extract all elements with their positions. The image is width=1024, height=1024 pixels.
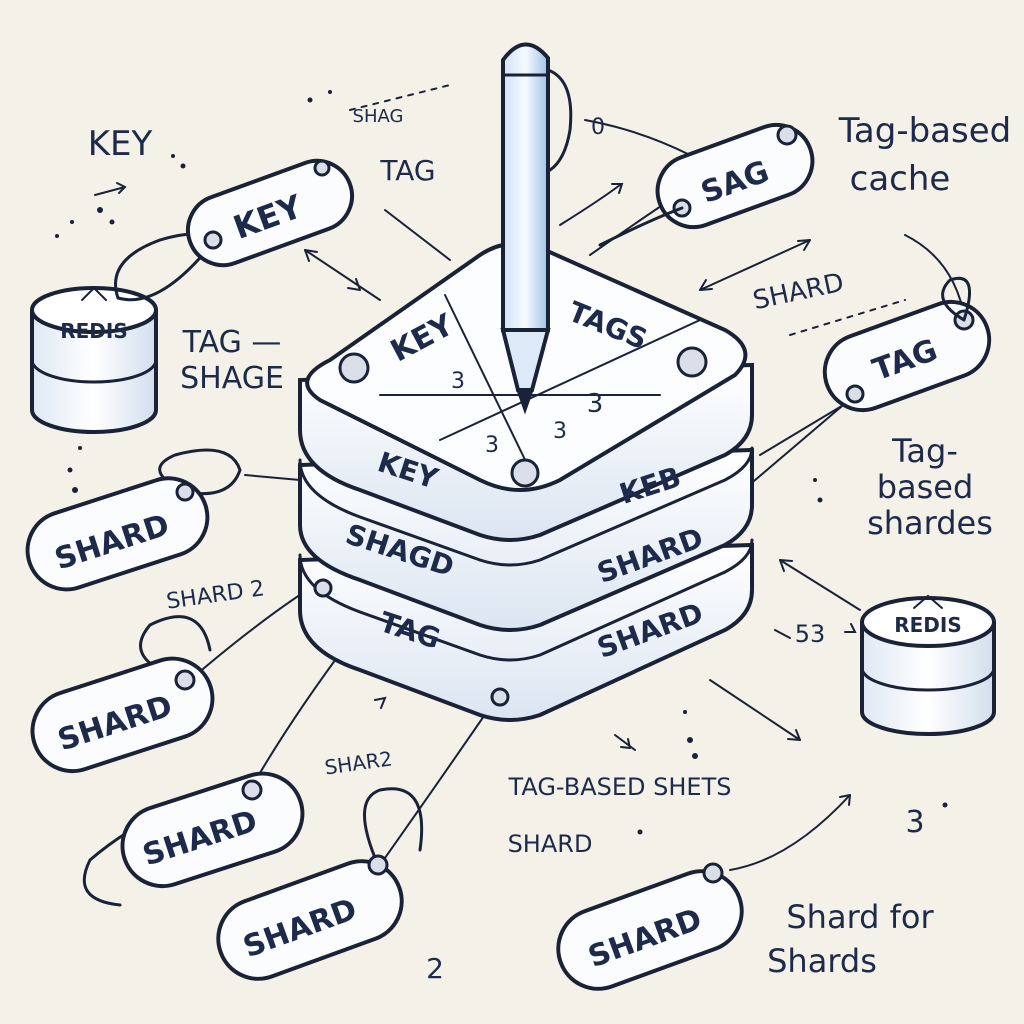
arrow-53 [774,629,791,639]
label-num-3-right: 3 [905,805,924,840]
arrow-head [374,696,387,709]
label-num-53: 53 [795,620,826,648]
label-tag-based-sets: TAG-BASED SHETS [508,773,732,801]
dashed-top [349,84,451,111]
label-shard2-left: SHARD 2 [165,576,266,615]
grid-number-b: 3 [587,389,604,419]
tag-tag-right: TAG [822,277,992,413]
shard-tag-bottom-2: SHARD [216,787,424,981]
line-shard-right [699,239,811,291]
line-shard-left [244,474,301,481]
shard-tag-bottom-right: SHARD [556,862,744,991]
grid-number-c: 3 [485,433,499,458]
label-shard-bottom: SHARD [508,830,593,858]
label-num-0-top: 0 [591,115,605,140]
label-shard-mid: SHARD [750,268,846,316]
grid-number-d: 3 [553,419,567,444]
line-right-down [709,679,801,741]
redis-cylinder-left: REDIS [30,286,158,434]
line-sag [559,184,621,226]
label-tag-based-shards-1: Tag- [891,432,958,470]
arrow-head [347,278,361,291]
arrow-head [304,249,318,262]
label-shard-for-2: Shards [767,942,877,980]
label-tag-based-shards-2: based [877,468,974,506]
arrow-head [844,623,857,633]
shard-tag-bottom-1: SHARD [82,771,305,907]
label-shard-for-1: Shard for [786,898,934,936]
label-tag-based-cache-2: cache [850,159,951,199]
arrow-head [779,559,793,572]
line-tag-stack [384,209,451,261]
line-shard-br [729,794,851,871]
label-shag-top: SHAG [353,106,404,127]
free-labels: KEY SHAG TAG 0 Tag-based cache TAG — SHA… [88,106,1012,985]
label-tag-top: TAG [379,154,435,187]
arrow-head [699,279,713,291]
redis-label-left: REDIS [60,319,128,343]
line-redis-right [779,559,861,611]
dashed-line [789,299,906,336]
grid-number-a: 3 [451,369,465,394]
redis-cylinder-right: REDIS [860,594,996,736]
shard-tag-low-left: SHARD [30,615,215,774]
arrow-head [797,239,811,251]
arrow-small-left [94,182,127,196]
label-tag-based-cache-1: Tag-based [838,111,1011,151]
label-shar2-mid: SHAR2 [323,746,394,779]
shard-tag-left: SHARD [25,448,242,592]
sag-tag: SAG [598,122,815,247]
label-tag-shage-2: SHAGE [180,361,284,396]
redis-label-right: REDIS [894,613,962,637]
label-tag-based-shards-3: shardes [867,504,993,542]
label-num-2: 2 [426,952,444,985]
arrow-head [611,183,624,194]
arrow-small [614,734,636,751]
arrow-head [787,729,801,741]
line-shard-b2 [379,699,496,866]
arrow-line-key [304,249,381,301]
scatter-dots [55,90,948,835]
line-top-right [584,119,691,156]
arrow-head [839,794,851,806]
key-tag: KEY [114,158,354,302]
arrow-head [620,738,631,749]
label-tag-shage-1: TAG — [182,325,282,360]
pen [500,42,573,415]
label-key-top-left: KEY [88,124,153,164]
line-sag-2 [589,199,671,256]
